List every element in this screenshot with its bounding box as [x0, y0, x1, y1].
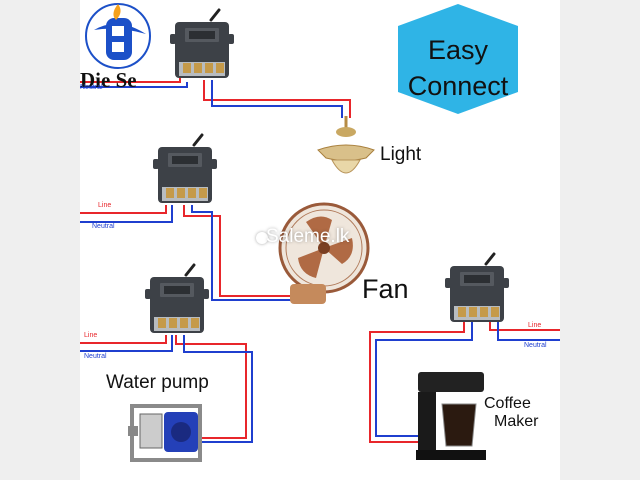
- headline-line2: Connect: [407, 71, 509, 101]
- brand-name: Die Se: [80, 68, 137, 92]
- fan: [278, 202, 370, 304]
- headline-line1: Easy: [427, 35, 489, 65]
- water-pump: [128, 404, 202, 462]
- switch-fan: [80, 133, 296, 301]
- label-fan: Fan: [362, 274, 409, 304]
- wiring-diagram: Die Se Easy Connect Saleme.lk Neutral Li…: [80, 0, 560, 480]
- label-coffee: Coffee: [484, 395, 531, 412]
- label-line-fan: Line: [98, 202, 112, 209]
- switch-pump: [80, 263, 253, 443]
- switch-coffee: [369, 252, 560, 443]
- watermark-text: Saleme.lk: [266, 226, 350, 247]
- label-line-coffee: Line: [528, 322, 542, 329]
- label-neutral-coffee: Neutral: [524, 342, 547, 349]
- label-maker: Maker: [494, 413, 539, 430]
- label-light: Light: [380, 144, 422, 165]
- wiring-svg: [80, 3, 560, 462]
- watermark-dot: [256, 232, 268, 244]
- headline-text: Easy Connect: [398, 32, 518, 104]
- light-fixture: [317, 116, 375, 174]
- headline-hexagon: [398, 4, 518, 114]
- coffee-maker: [416, 372, 486, 460]
- switch-light: [80, 8, 351, 118]
- label-water-pump: Water pump: [106, 372, 209, 393]
- label-line-pump: Line: [84, 332, 98, 339]
- left-margin: [0, 0, 80, 480]
- brand-logo: [85, 3, 151, 69]
- label-neutral-fan: Neutral: [92, 223, 115, 230]
- label-neutral-pump: Neutral: [84, 353, 107, 360]
- right-margin: [560, 0, 640, 480]
- label-neutral-light: Neutral: [80, 84, 103, 91]
